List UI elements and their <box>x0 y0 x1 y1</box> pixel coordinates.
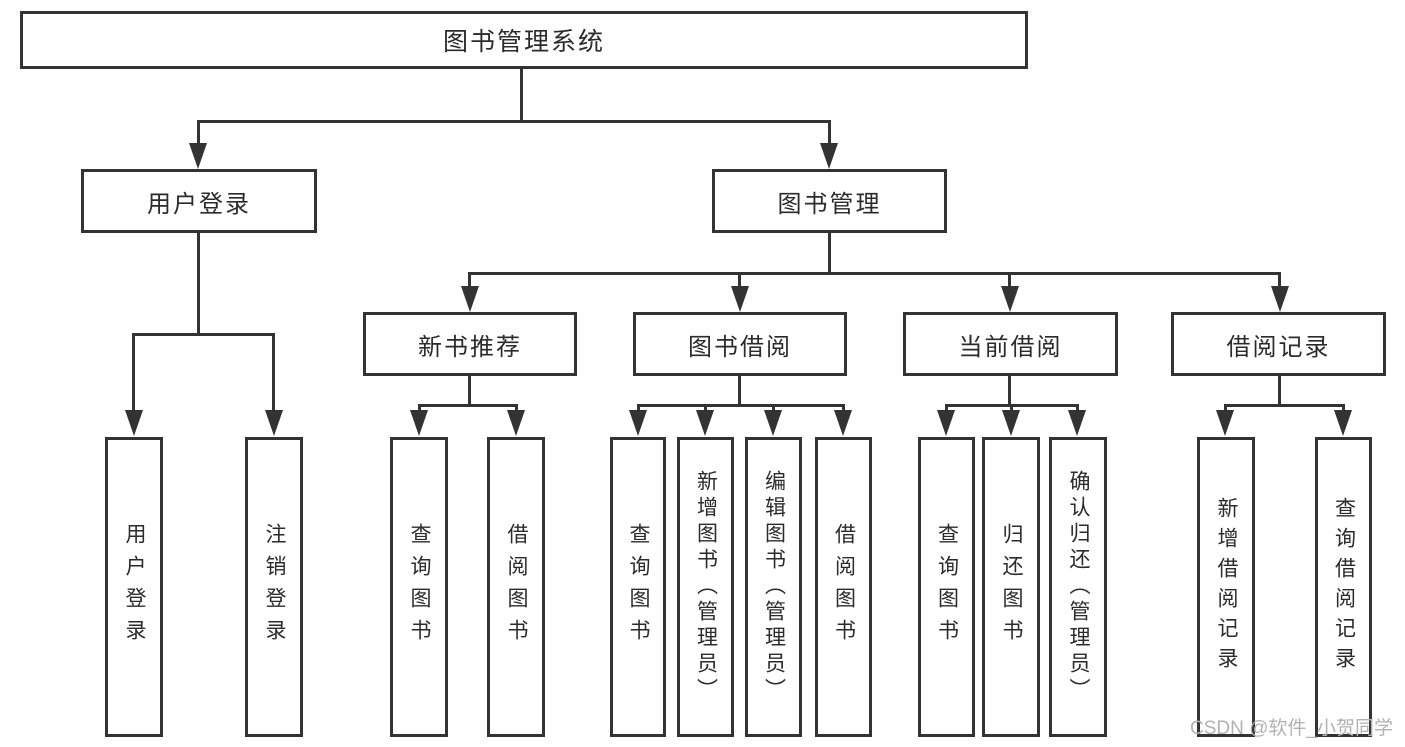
leaf-add-book-admin: 新增图书（管理员） <box>677 437 734 737</box>
node-current-borrow: 当前借阅 <box>903 312 1118 376</box>
connector-line <box>1342 404 1345 414</box>
connector-line <box>132 333 135 413</box>
node-book-borrow-label: 图书借阅 <box>688 333 792 361</box>
connector-line <box>520 69 523 123</box>
arrow-down-icon <box>696 410 714 436</box>
leaf-confirm-return-admin-label: 确认归还（管理员） <box>1067 470 1090 704</box>
connector-line <box>828 120 831 146</box>
leaf-query-books-borrow: 查询图书 <box>610 437 666 737</box>
connector-line <box>828 233 831 275</box>
node-root-label: 图书管理系统 <box>442 28 605 56</box>
node-borrow-records-label: 借阅记录 <box>1226 333 1331 361</box>
connector-line <box>1008 272 1011 288</box>
connector-line <box>468 272 1281 275</box>
connector-line <box>132 333 275 336</box>
leaf-borrow-books-recommend-label: 借阅图书 <box>505 523 528 651</box>
node-new-book-recommend-label: 新书推荐 <box>418 333 522 361</box>
node-book-management: 图书管理 <box>712 169 947 233</box>
arrow-down-icon <box>834 410 852 436</box>
leaf-query-books-current-label: 查询图书 <box>935 523 959 651</box>
connector-line <box>1010 404 1013 414</box>
arrow-down-icon <box>1002 410 1020 436</box>
leaf-add-borrow-record: 新增借阅记录 <box>1197 437 1255 737</box>
connector-line <box>468 376 471 407</box>
connector-line <box>945 404 948 414</box>
leaf-borrow-books: 借阅图书 <box>815 437 872 737</box>
connector-line <box>637 404 845 407</box>
leaf-logout-label: 注销登录 <box>263 523 286 651</box>
leaf-user-login: 用户登录 <box>105 437 163 737</box>
node-borrow-records: 借阅记录 <box>1171 312 1386 376</box>
node-new-book-recommend: 新书推荐 <box>363 312 577 376</box>
arrow-down-icon <box>125 410 143 436</box>
connector-line <box>704 404 707 414</box>
node-book-management-label: 图书管理 <box>777 190 882 218</box>
arrow-down-icon <box>731 286 749 312</box>
arrow-down-icon <box>1001 286 1019 312</box>
leaf-return-book: 归还图书 <box>982 437 1040 737</box>
arrow-down-icon <box>764 410 782 436</box>
connector-line <box>1278 272 1281 288</box>
node-current-borrow-label: 当前借阅 <box>958 333 1063 361</box>
leaf-confirm-return-admin: 确认归还（管理员） <box>1049 437 1107 737</box>
leaf-query-books-borrow-label: 查询图书 <box>627 523 650 651</box>
connector-line <box>1224 404 1344 407</box>
connector-line <box>197 120 200 146</box>
arrow-down-icon <box>1068 410 1086 436</box>
leaf-add-borrow-record-label: 新增借阅记录 <box>1215 497 1238 677</box>
connector-line <box>1076 404 1079 414</box>
leaf-add-book-admin-label: 新增图书（管理员） <box>694 470 718 704</box>
connector-line <box>1008 376 1011 407</box>
csdn-watermark: CSDN @软件_小贺同学 <box>1190 718 1393 739</box>
arrow-down-icon <box>189 143 207 169</box>
arrow-down-icon <box>265 410 283 436</box>
leaf-query-borrow-record-label: 查询借阅记录 <box>1332 497 1356 677</box>
connector-line <box>418 404 421 414</box>
leaf-edit-book-admin-label: 编辑图书（管理员） <box>762 470 786 704</box>
arrow-down-icon <box>410 410 428 436</box>
arrow-down-icon <box>507 410 525 436</box>
connector-line <box>1224 404 1227 414</box>
node-book-borrow: 图书借阅 <box>633 312 847 376</box>
arrow-down-icon <box>629 410 647 436</box>
node-user-login-label: 用户登录 <box>147 190 251 218</box>
connector-line <box>197 233 200 335</box>
arrow-down-icon <box>1216 410 1234 436</box>
node-user-login: 用户登录 <box>81 169 317 233</box>
arrow-down-icon <box>820 143 838 169</box>
arrow-down-icon <box>461 286 479 312</box>
connector-line <box>418 404 518 407</box>
leaf-query-borrow-record: 查询借阅记录 <box>1315 437 1372 737</box>
leaf-return-book-label: 归还图书 <box>1000 523 1023 651</box>
connector-line <box>468 272 471 288</box>
leaf-borrow-books-label: 借阅图书 <box>832 523 856 651</box>
connector-line <box>637 404 640 414</box>
leaf-query-books-current: 查询图书 <box>918 437 975 737</box>
connector-line <box>772 404 775 414</box>
connector-line <box>1278 376 1281 407</box>
leaf-query-books-recommend-label: 查询图书 <box>408 523 431 651</box>
arrow-down-icon <box>937 410 955 436</box>
arrow-down-icon <box>1271 286 1289 312</box>
connector-line <box>272 333 275 413</box>
leaf-borrow-books-recommend: 借阅图书 <box>487 437 545 737</box>
connector-line <box>515 404 518 414</box>
leaf-edit-book-admin: 编辑图书（管理员） <box>745 437 802 737</box>
leaf-query-books-recommend: 查询图书 <box>390 437 448 737</box>
leaf-logout: 注销登录 <box>245 437 303 737</box>
connector-line <box>842 404 845 414</box>
connector-line <box>197 120 831 123</box>
leaf-user-login-label: 用户登录 <box>123 523 146 651</box>
connector-line <box>738 376 741 407</box>
connector-line <box>738 272 741 288</box>
node-root: 图书管理系统 <box>20 11 1028 69</box>
arrow-down-icon <box>1334 410 1352 436</box>
